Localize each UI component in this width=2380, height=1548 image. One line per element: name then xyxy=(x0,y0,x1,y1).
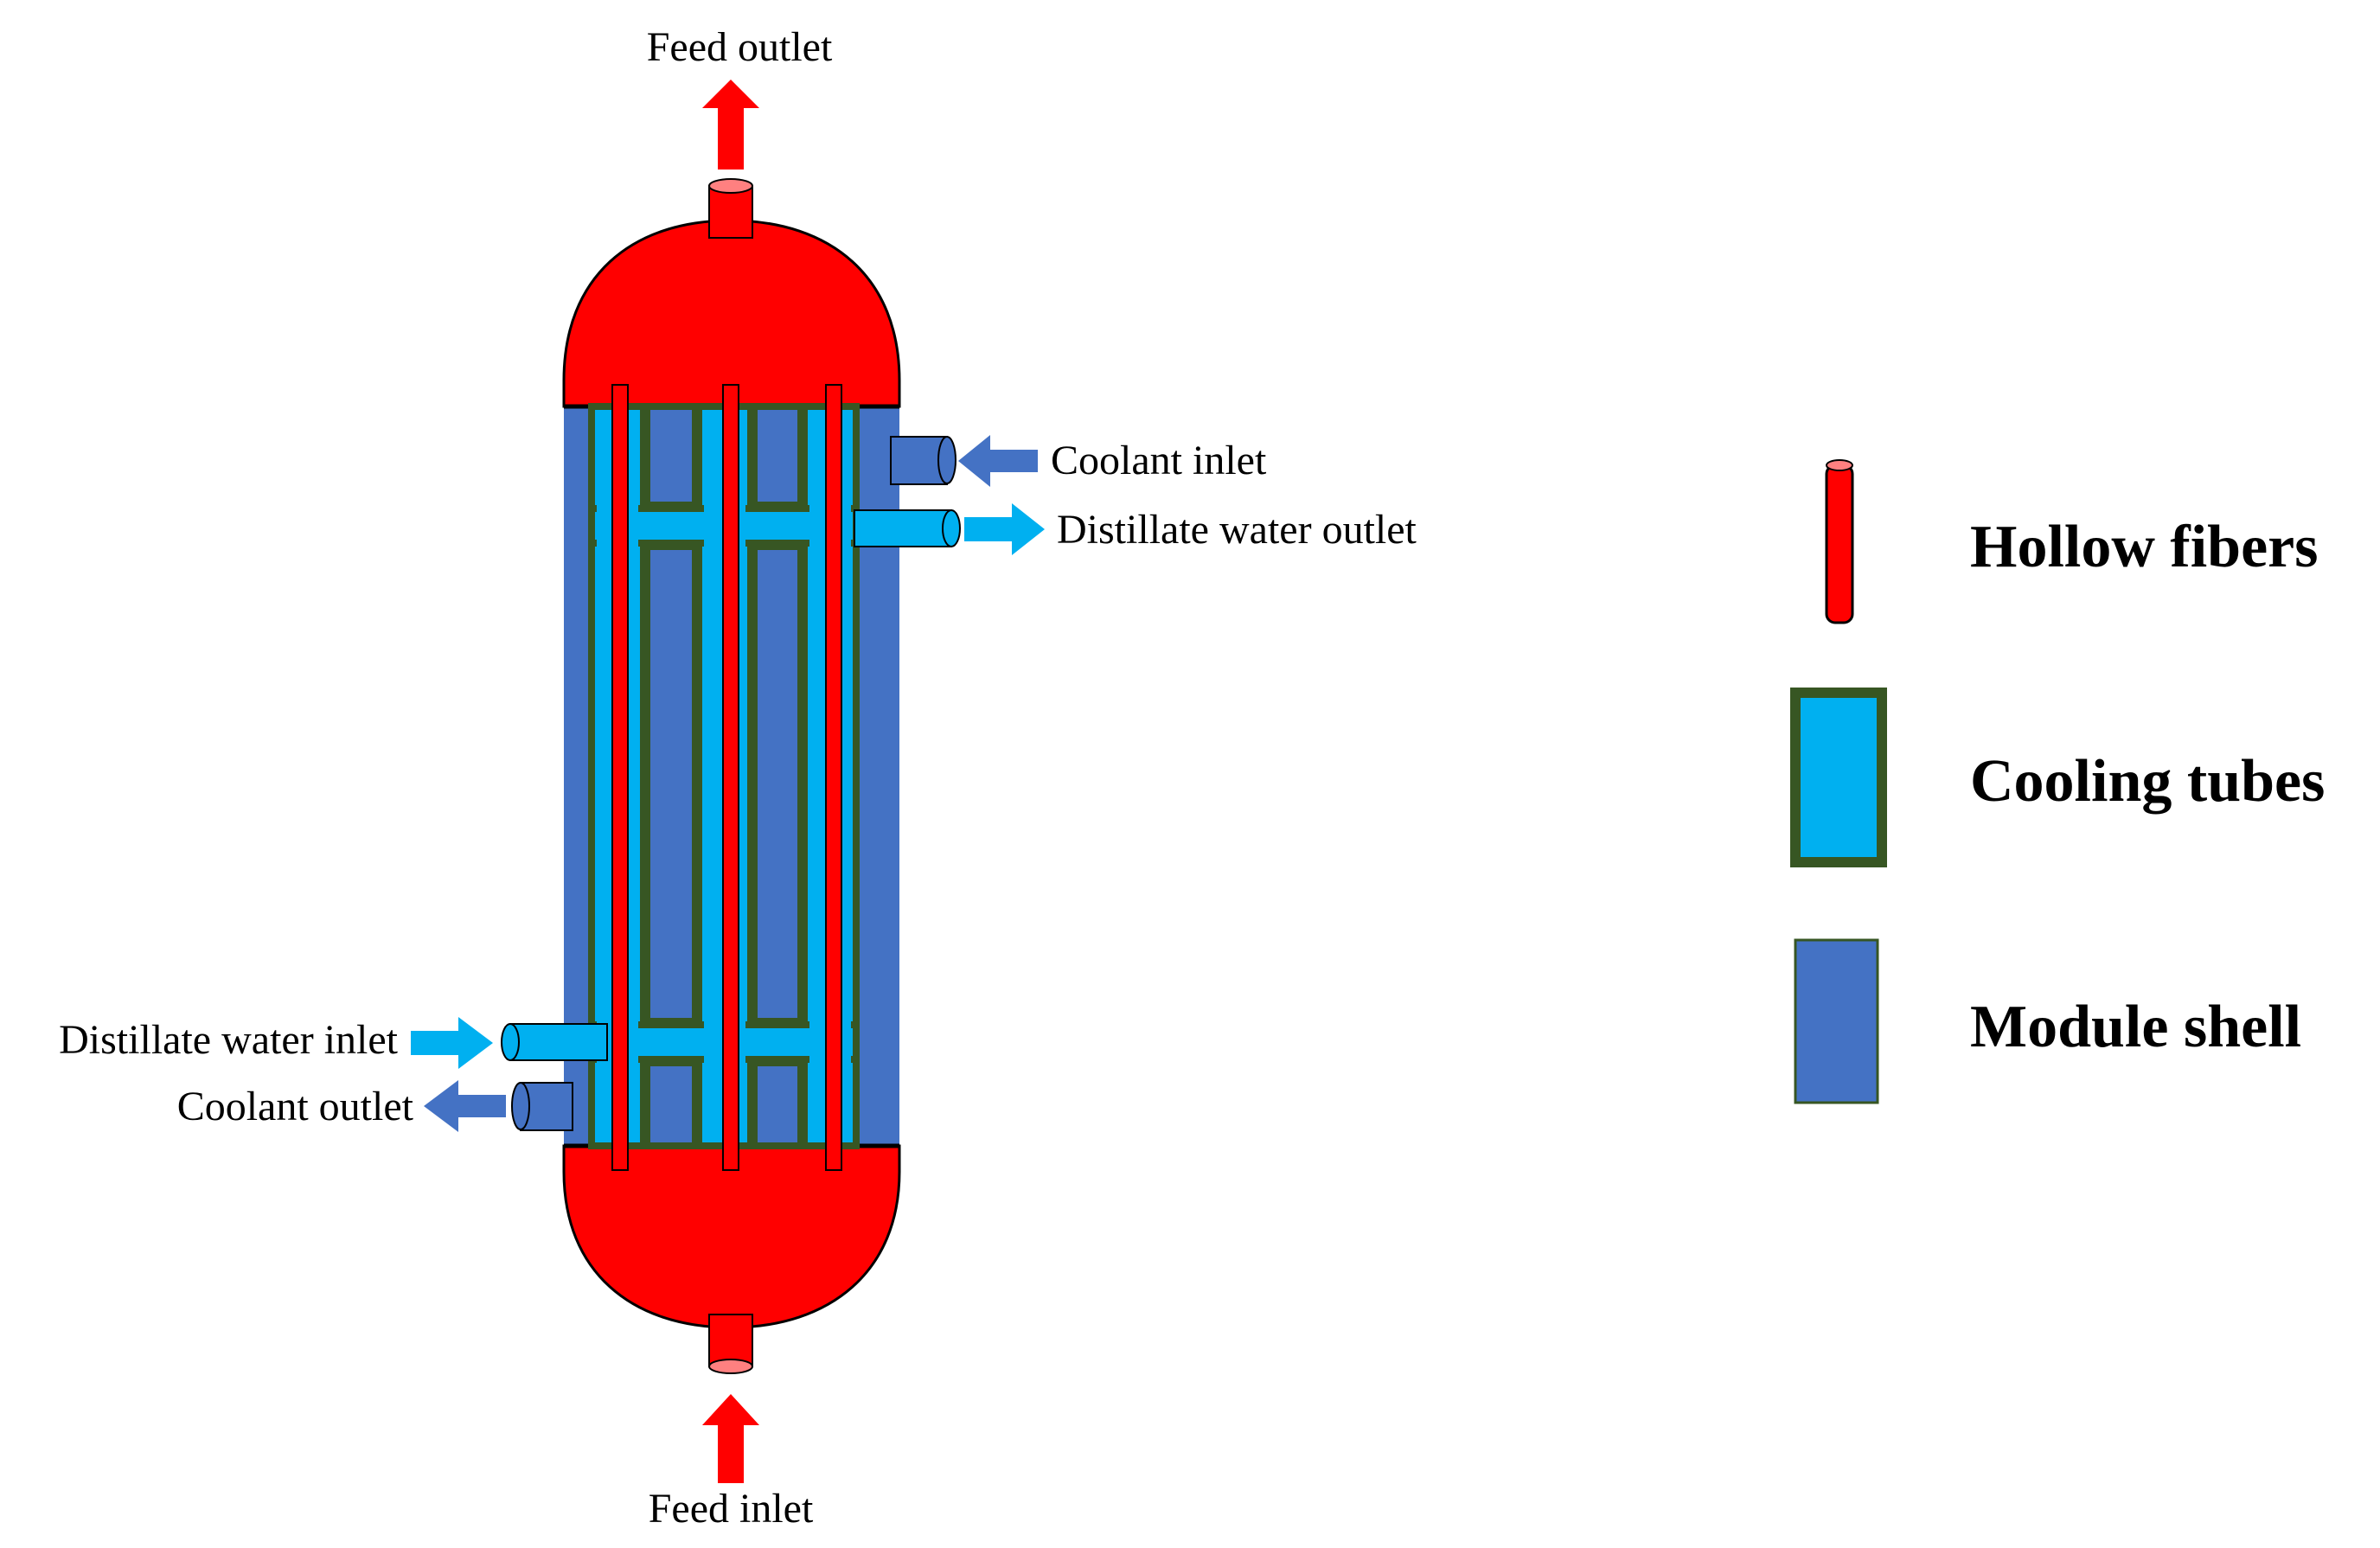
shell-island xyxy=(751,1059,804,1149)
shell-island xyxy=(751,543,804,1025)
legend-hollow-fiber-swatch xyxy=(1825,459,1854,624)
distillate-outlet-label: Distillate water outlet xyxy=(1057,507,1417,553)
coolant-inlet-arrow xyxy=(958,435,1038,487)
coolant-outlet-label: Coolant outlet xyxy=(177,1084,414,1129)
legend-module-shell-swatch xyxy=(1794,938,1879,1104)
hollow-fiber xyxy=(611,384,629,1171)
shell-island xyxy=(751,403,804,509)
bottom-feed-cap xyxy=(562,1144,901,1329)
feed-inlet-label: Feed inlet xyxy=(649,1486,814,1532)
distillate-outlet-port xyxy=(854,509,961,547)
legend: Hollow fibers Cooling tubes Module shell xyxy=(1790,459,2325,1104)
feed-outlet-label: Feed outlet xyxy=(647,24,833,70)
feed-outlet-nozzle xyxy=(708,178,753,239)
legend-hollow-fibers-label: Hollow fibers xyxy=(1970,514,2318,580)
shell-island xyxy=(643,1059,699,1149)
legend-cooling-tubes-label: Cooling tubes xyxy=(1970,748,2325,815)
hollow-fiber xyxy=(722,384,739,1171)
hollow-fiber xyxy=(825,384,842,1171)
coolant-inlet-label: Coolant inlet xyxy=(1051,438,1267,483)
coolant-outlet-port xyxy=(511,1082,573,1131)
distillate-inlet-label: Distillate water inlet xyxy=(59,1017,399,1063)
coolant-outlet-arrow xyxy=(424,1080,506,1132)
legend-cooling-tube-swatch xyxy=(1790,688,1887,867)
feed-inlet-nozzle xyxy=(708,1314,753,1374)
shell-island xyxy=(643,543,699,1025)
distillate-outlet-arrow xyxy=(964,503,1045,555)
top-feed-cap xyxy=(562,219,901,408)
legend-module-shell-label: Module shell xyxy=(1970,994,2301,1060)
distillate-inlet-port xyxy=(501,1023,608,1061)
feed-inlet-arrow xyxy=(702,1394,759,1483)
distillate-inlet-arrow xyxy=(411,1017,493,1069)
feed-outlet-arrow xyxy=(702,80,759,170)
coolant-inlet-port xyxy=(890,436,956,485)
shell-island xyxy=(643,403,699,509)
